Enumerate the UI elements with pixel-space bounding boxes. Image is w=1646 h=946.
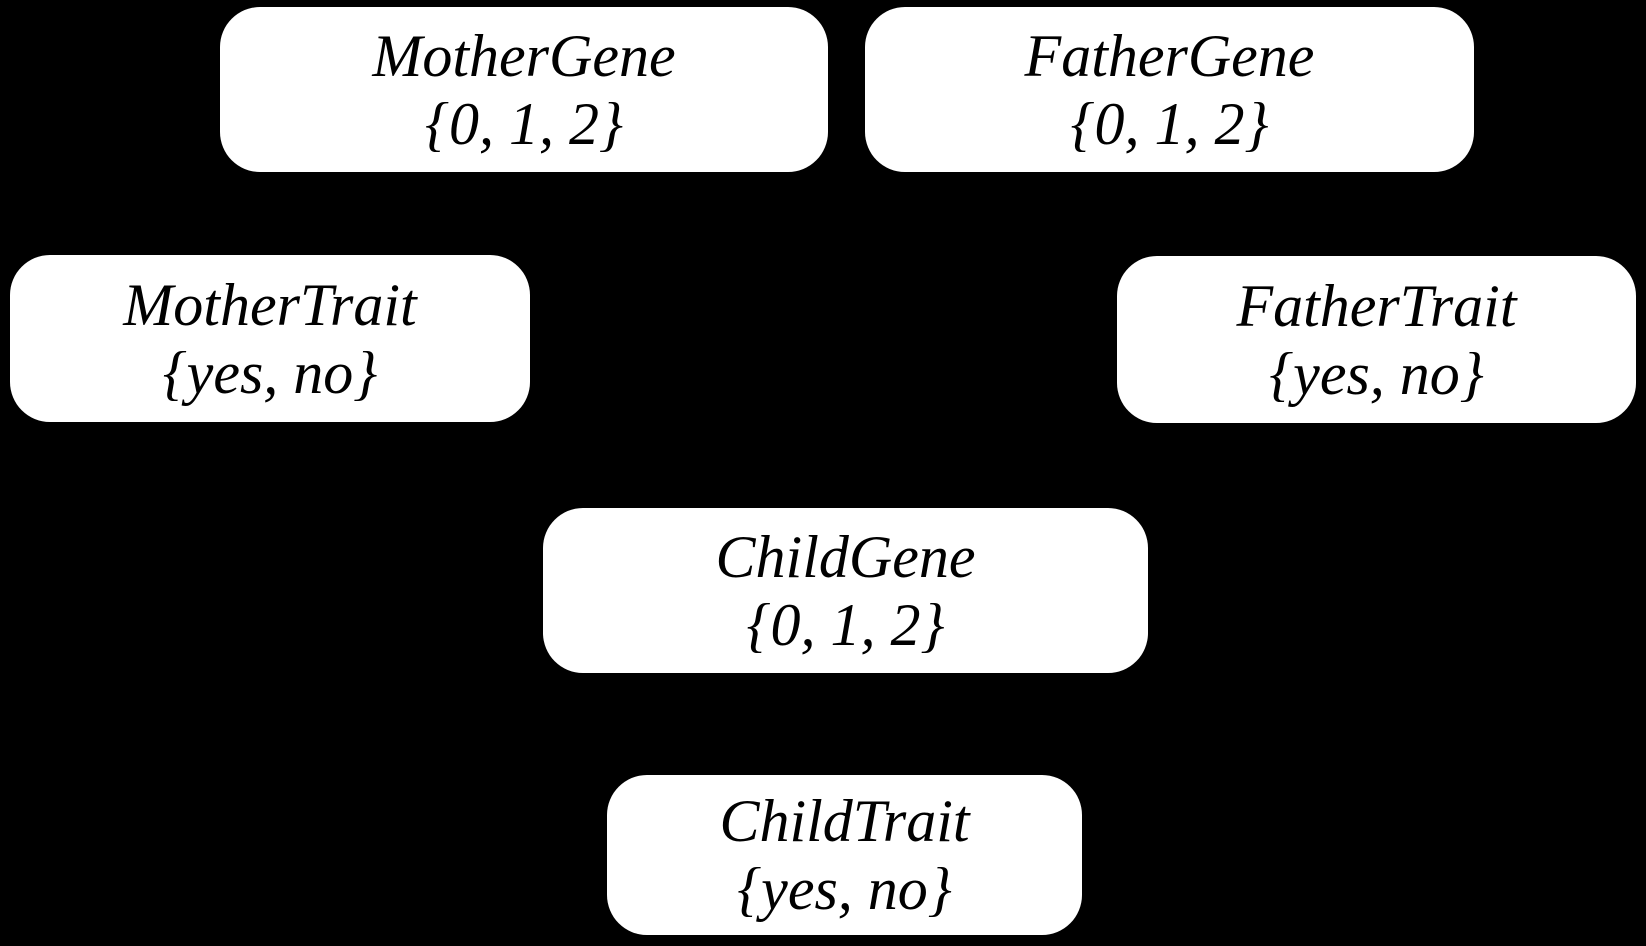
node-father-trait: FatherTrait {yes, no}: [1117, 256, 1636, 423]
node-child-gene: ChildGene {0, 1, 2}: [543, 508, 1148, 673]
node-label: FatherTrait: [1236, 272, 1517, 339]
node-domain: {yes, no}: [1269, 340, 1484, 407]
node-child-trait: ChildTrait {yes, no}: [607, 775, 1082, 935]
node-label: MotherTrait: [123, 271, 417, 338]
node-father-gene: FatherGene {0, 1, 2}: [865, 7, 1474, 172]
node-label: ChildGene: [715, 523, 976, 590]
node-mother-trait: MotherTrait {yes, no}: [10, 255, 530, 422]
node-domain: {yes, no}: [737, 856, 952, 922]
node-domain: {0, 1, 2}: [1070, 90, 1269, 157]
node-domain: {yes, no}: [162, 339, 378, 406]
node-domain: {0, 1, 2}: [746, 591, 945, 658]
node-label: FatherGene: [1024, 22, 1315, 89]
node-label: ChildTrait: [719, 788, 970, 854]
node-label: MotherGene: [372, 22, 676, 89]
node-domain: {0, 1, 2}: [425, 90, 623, 157]
node-mother-gene: MotherGene {0, 1, 2}: [220, 7, 828, 172]
